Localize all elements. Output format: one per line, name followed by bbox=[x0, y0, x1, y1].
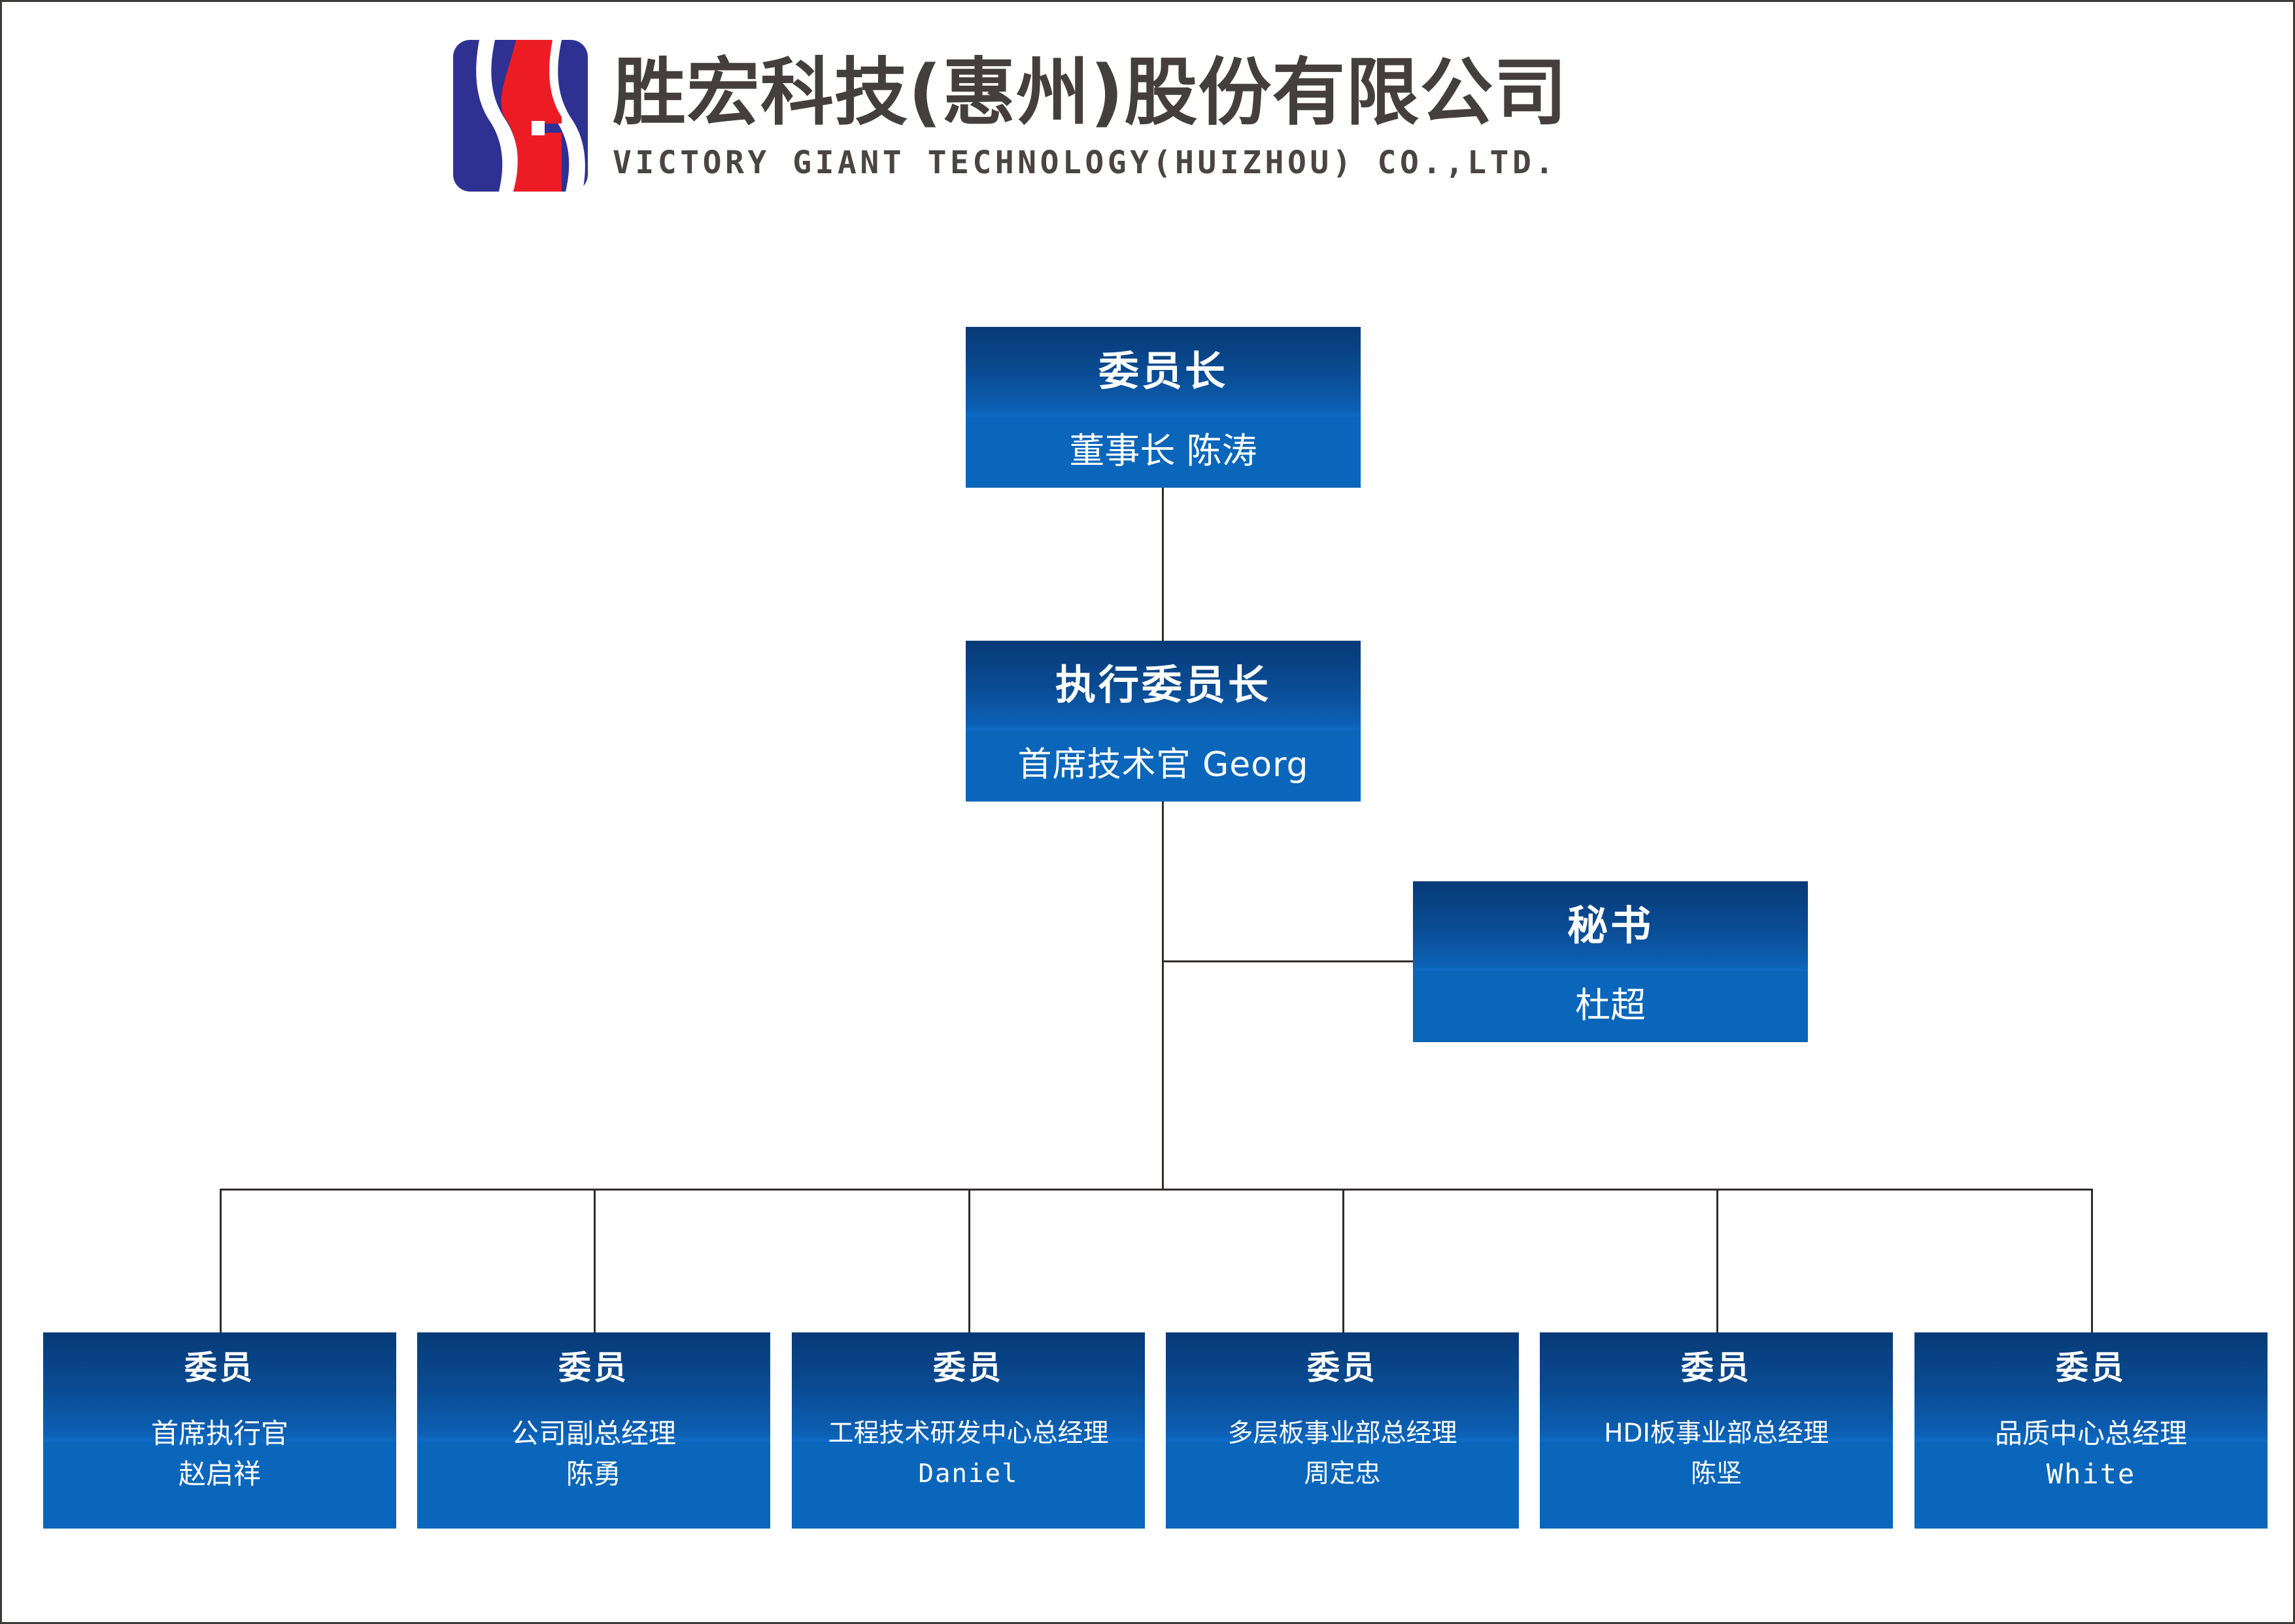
node-member-6[interactable]: 委员 品质中心总经理 White bbox=[1914, 1332, 2268, 1529]
node-member-2-name: 陈勇 bbox=[566, 1458, 621, 1490]
node-executive-chairman[interactable]: 执行委员长 首席技术官 Georg bbox=[966, 641, 1361, 802]
node-member-3-title: 委员 bbox=[933, 1349, 1004, 1387]
node-chairman-subtitle: 董事长 陈涛 bbox=[1069, 430, 1257, 471]
node-member-6-title: 委员 bbox=[2056, 1349, 2126, 1387]
node-chairman[interactable]: 委员长 董事长 陈涛 bbox=[966, 327, 1361, 488]
node-executive-title: 执行委员长 bbox=[1055, 661, 1271, 709]
node-member-2[interactable]: 委员 公司副总经理 陈勇 bbox=[417, 1332, 770, 1529]
node-member-2-title: 委员 bbox=[558, 1349, 629, 1387]
node-member-6-role: 品质中心总经理 bbox=[1994, 1417, 2187, 1449]
node-member-5-role: HDI板事业部总经理 bbox=[1604, 1419, 1829, 1448]
victory-giant-s-logo-icon bbox=[453, 40, 588, 192]
node-member-4[interactable]: 委员 多层板事业部总经理 周定忠 bbox=[1166, 1332, 1519, 1529]
node-member-4-title: 委员 bbox=[1307, 1349, 1378, 1387]
node-member-1-role: 首席执行官 bbox=[150, 1417, 288, 1449]
node-member-5-detail: HDI板事业部总经理 陈坚 bbox=[1540, 1403, 1893, 1495]
node-executive-subtitle: 首席技术官 Georg bbox=[1017, 745, 1309, 785]
node-member-5-name: 陈坚 bbox=[1690, 1459, 1742, 1489]
node-secretary-subtitle: 杜超 bbox=[1575, 985, 1646, 1026]
node-member-3-role: 工程技术研发中心总经理 bbox=[828, 1419, 1109, 1448]
node-member-6-detail: 品质中心总经理 White bbox=[1914, 1403, 2268, 1495]
node-member-5-title: 委员 bbox=[1681, 1349, 1752, 1387]
company-name-block: 胜宏科技(惠州)股份有限公司 VICTORY GIANT TECHNOLOGY(… bbox=[613, 51, 1567, 180]
connector-drop-member-6 bbox=[2091, 1189, 2093, 1332]
node-member-3-detail: 工程技术研发中心总经理 Daniel bbox=[792, 1403, 1145, 1495]
node-member-1-name: 赵启祥 bbox=[178, 1458, 261, 1490]
node-secretary[interactable]: 秘书 杜超 bbox=[1413, 881, 1808, 1042]
node-member-1-detail: 首席执行官 赵启祥 bbox=[43, 1403, 396, 1495]
connector-drop-member-3 bbox=[968, 1189, 970, 1332]
node-member-3-name: Daniel bbox=[918, 1459, 1019, 1489]
node-member-6-name: White bbox=[2046, 1458, 2136, 1490]
connector-members-bus bbox=[220, 1189, 2091, 1191]
company-name-cn: 胜宏科技(惠州)股份有限公司 bbox=[613, 50, 1568, 135]
node-member-2-detail: 公司副总经理 陈勇 bbox=[417, 1403, 770, 1495]
connector-executive-to-secretary bbox=[1162, 960, 1414, 962]
node-member-3[interactable]: 委员 工程技术研发中心总经理 Daniel bbox=[792, 1332, 1145, 1529]
company-name-en: VICTORY GIANT TECHNOLOGY(HUIZHOU) CO.,LT… bbox=[613, 144, 1557, 182]
connector-drop-member-5 bbox=[1716, 1189, 1718, 1332]
node-member-5[interactable]: 委员 HDI板事业部总经理 陈坚 bbox=[1540, 1332, 1893, 1529]
connector-chairman-to-executive bbox=[1162, 488, 1164, 642]
node-member-4-role: 多层板事业部总经理 bbox=[1227, 1419, 1457, 1448]
node-chairman-title: 委员长 bbox=[1098, 347, 1228, 395]
company-header: 胜宏科技(惠州)股份有限公司 VICTORY GIANT TECHNOLOGY(… bbox=[453, 40, 1567, 192]
node-member-1[interactable]: 委员 首席执行官 赵启祥 bbox=[43, 1332, 396, 1529]
connector-drop-member-4 bbox=[1342, 1189, 1344, 1332]
node-member-4-name: 周定忠 bbox=[1304, 1459, 1381, 1489]
connector-executive-trunk bbox=[1162, 802, 1164, 1190]
connector-drop-member-1 bbox=[220, 1189, 222, 1332]
connector-drop-member-2 bbox=[594, 1189, 596, 1332]
node-member-1-title: 委员 bbox=[184, 1349, 255, 1387]
node-member-4-detail: 多层板事业部总经理 周定忠 bbox=[1166, 1403, 1519, 1495]
node-member-2-role: 公司副总经理 bbox=[511, 1417, 676, 1449]
node-secretary-title: 秘书 bbox=[1567, 902, 1654, 949]
